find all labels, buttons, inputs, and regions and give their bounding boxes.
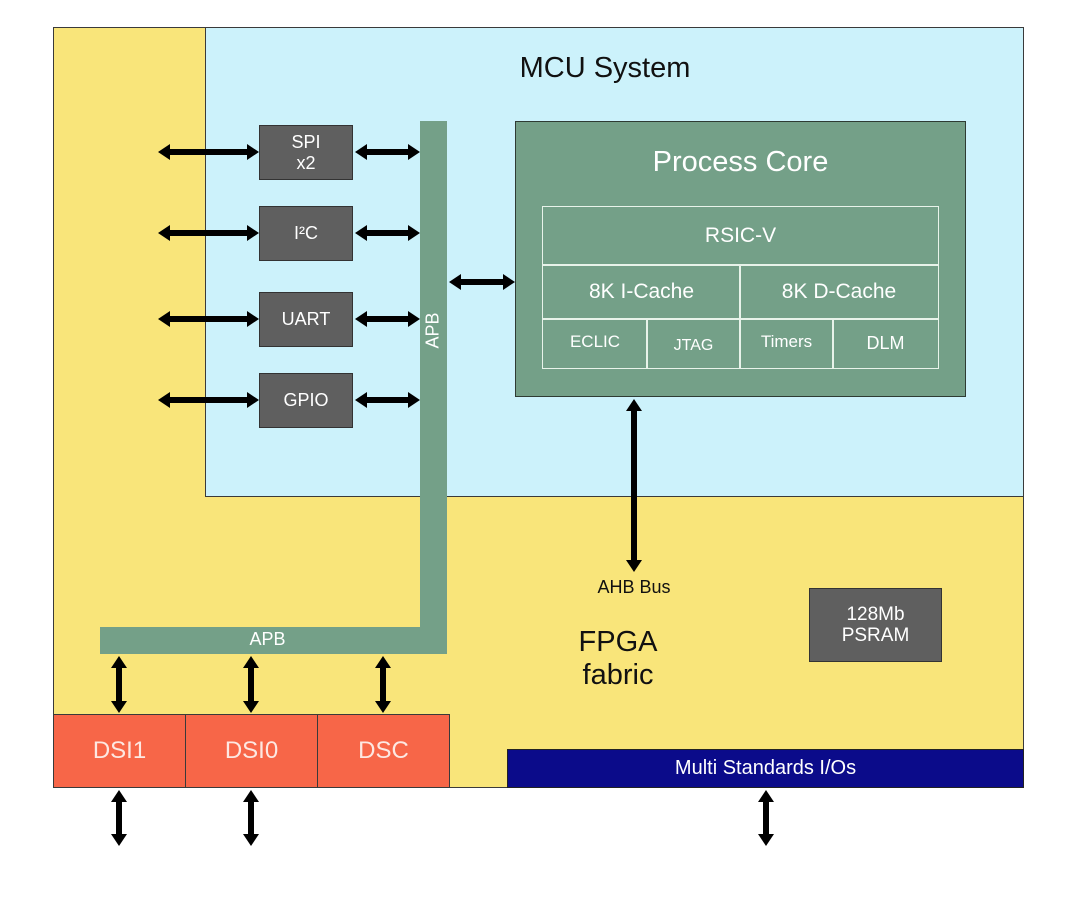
fpga-fabric-label: FPGA fabric: [578, 626, 658, 691]
dsi0-external-arrow: [243, 790, 259, 846]
io-external-arrow: [758, 790, 774, 846]
apb-dsi1-arrow: [111, 656, 127, 713]
apb-bus-horizontal: [100, 627, 447, 654]
apb-core-arrow: [449, 274, 515, 290]
eclic-cell: ECLIC: [542, 318, 648, 369]
process-core-title: Process Core: [652, 146, 829, 178]
gpio-external-arrow: [158, 392, 259, 408]
spi-apb-arrow: [355, 144, 420, 160]
i2c-block: I²C: [259, 206, 353, 261]
core-ahb-arrow: [626, 399, 642, 572]
gpio-block: GPIO: [259, 373, 353, 428]
ahb-bus-label: AHB Bus: [597, 577, 671, 597]
timers-cell: Timers: [739, 318, 834, 369]
dcache-cell: 8K D-Cache: [739, 264, 939, 320]
i2c-apb-arrow: [355, 225, 420, 241]
icache-cell: 8K I-Cache: [542, 264, 741, 320]
dsi0-block: DSI0: [185, 714, 318, 788]
psram-block: 128Mb PSRAM: [809, 588, 942, 662]
apb-dsi0-arrow: [243, 656, 259, 713]
uart-block: UART: [259, 292, 353, 347]
uart-external-arrow: [158, 311, 259, 327]
uart-apb-arrow: [355, 311, 420, 327]
apb-horizontal-label: APB: [249, 629, 286, 649]
jtag-cell: JTAG: [646, 318, 741, 369]
apb-bus-vertical: [420, 121, 447, 654]
dsc-block: DSC: [317, 714, 450, 788]
dlm-cell: DLM: [832, 318, 939, 369]
mcu-system-title: MCU System: [519, 52, 691, 84]
gpio-apb-arrow: [355, 392, 420, 408]
spi-block: SPI x2: [259, 125, 353, 180]
spi-external-arrow: [158, 144, 259, 160]
i2c-external-arrow: [158, 225, 259, 241]
dsi1-block: DSI1: [53, 714, 186, 788]
dsi1-external-arrow: [111, 790, 127, 846]
multi-standards-io-bar: Multi Standards I/Os: [507, 749, 1024, 788]
apb-dsc-arrow: [375, 656, 391, 713]
